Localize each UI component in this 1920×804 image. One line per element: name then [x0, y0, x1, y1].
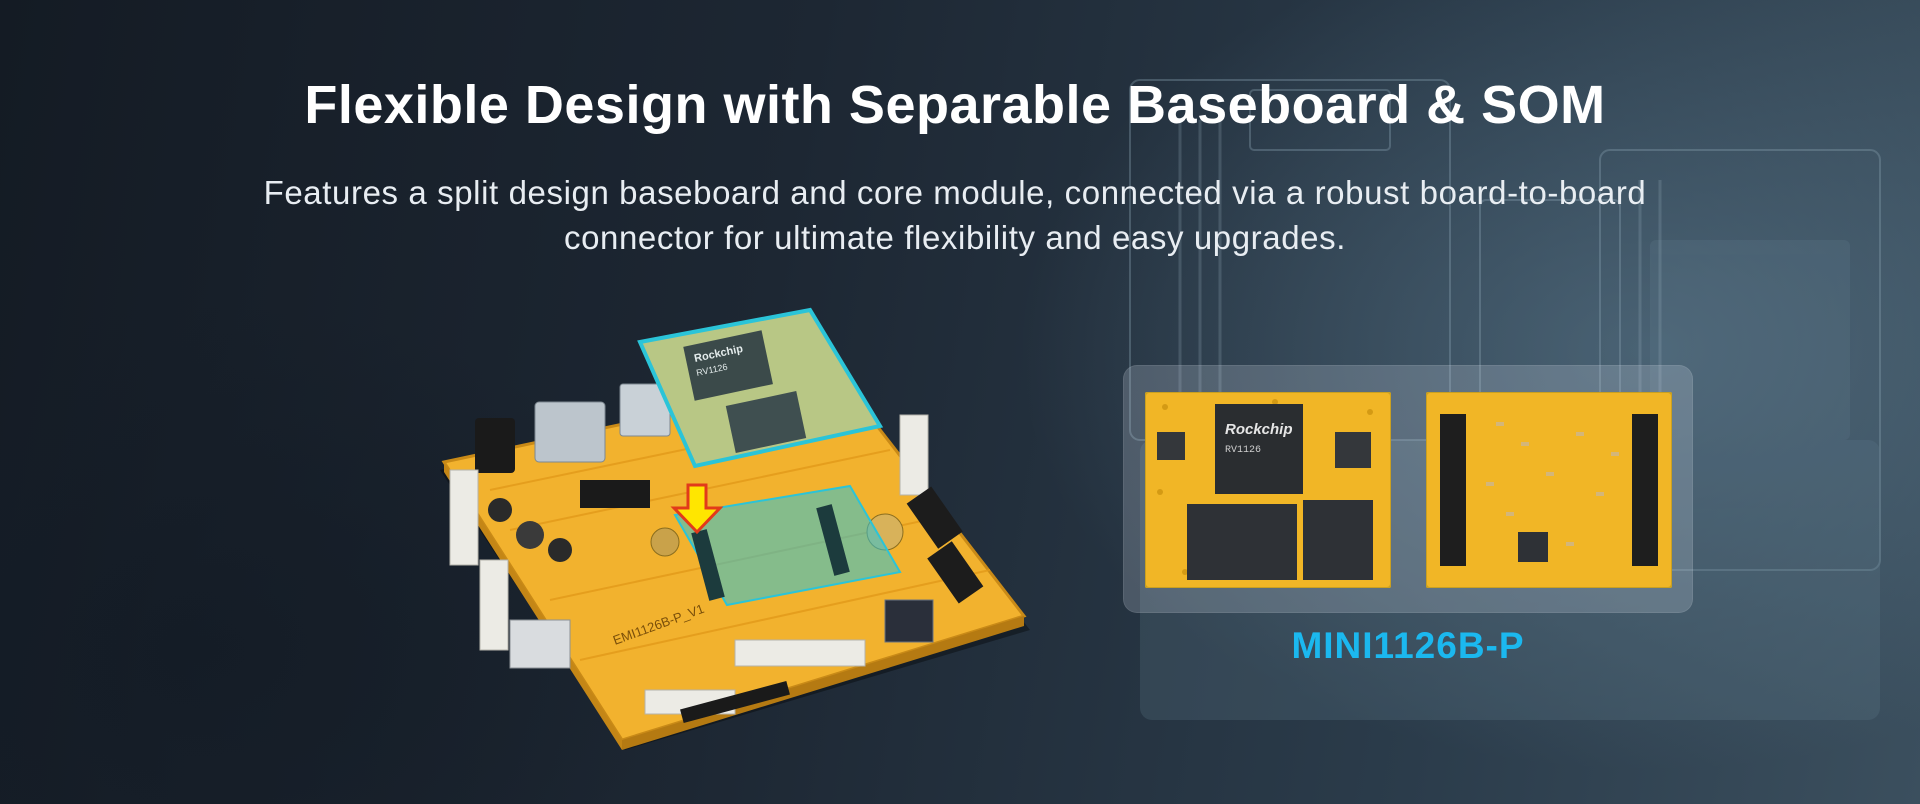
pmic-chip [1518, 532, 1548, 562]
dc-jack [475, 418, 515, 473]
som-front-image: Rockchip RV1126 [1145, 392, 1391, 588]
chip-ic [580, 480, 650, 508]
memory-chip [1187, 504, 1297, 580]
b2b-connector-left [1440, 414, 1466, 566]
emmc-chip [1303, 500, 1373, 580]
soc-chip [1215, 404, 1303, 494]
down-arrow-icon [670, 483, 724, 535]
som-product-panel: Rockchip RV1126 [1123, 365, 1693, 613]
product-name-label: MINI1126B-P [1291, 625, 1525, 666]
som-back-image [1426, 392, 1672, 588]
page-subtitle: Features a split design baseboard and co… [263, 174, 1647, 256]
b2b-connector-right [1632, 414, 1658, 566]
baseboard-with-som-image: EMI1126B-P_V1 Rockchip RV1126 [440, 307, 1030, 750]
front-chip-brand-label: Rockchip [1225, 421, 1293, 438]
ethernet-port [534, 401, 606, 463]
page-title: Flexible Design with Separable Baseboard… [304, 75, 1606, 135]
front-chip-model-label: RV1126 [1225, 445, 1261, 456]
